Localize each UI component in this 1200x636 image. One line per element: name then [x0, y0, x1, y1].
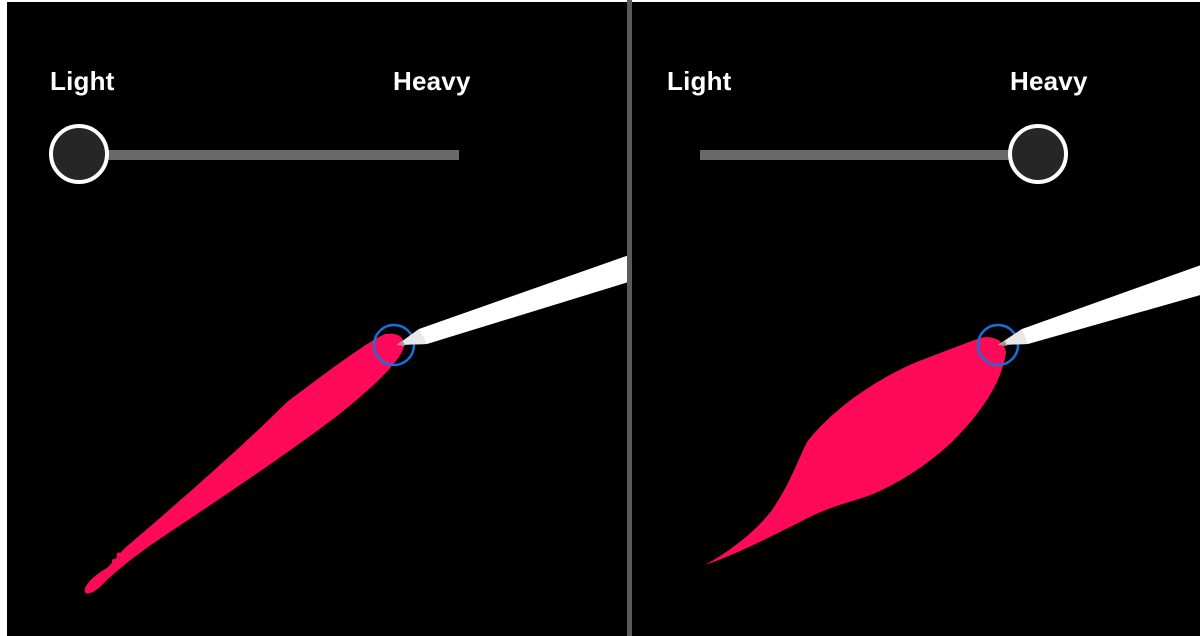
slider-track[interactable]	[81, 150, 459, 160]
frame-edge-top	[0, 0, 1200, 2]
brush-cursor-ring-icon	[372, 323, 416, 367]
slider-max-label: Heavy	[1010, 66, 1088, 96]
apple-pencil-icon	[397, 255, 627, 346]
slider-track[interactable]	[700, 150, 1046, 160]
brush-stroke	[84, 333, 405, 594]
brush-stroke	[705, 337, 1006, 565]
panel-divider	[627, 0, 632, 636]
slider-min-label: Light	[50, 66, 115, 96]
stroke-speck	[116, 552, 122, 558]
brush-cursor-ring-icon	[976, 323, 1020, 367]
canvas-light[interactable]	[7, 2, 627, 636]
slider-knob[interactable]	[49, 124, 109, 184]
panel-light-pressure: Light Heavy	[7, 2, 627, 636]
frame-edge-left	[0, 0, 7, 636]
canvas-heavy[interactable]	[632, 2, 1200, 636]
apple-pencil-icon	[998, 265, 1200, 346]
stroke-speck	[112, 559, 116, 563]
slider-knob[interactable]	[1008, 124, 1068, 184]
slider-min-label: Light	[667, 66, 732, 96]
slider-max-label: Heavy	[393, 66, 471, 96]
panel-heavy-pressure: Light Heavy	[632, 2, 1200, 636]
